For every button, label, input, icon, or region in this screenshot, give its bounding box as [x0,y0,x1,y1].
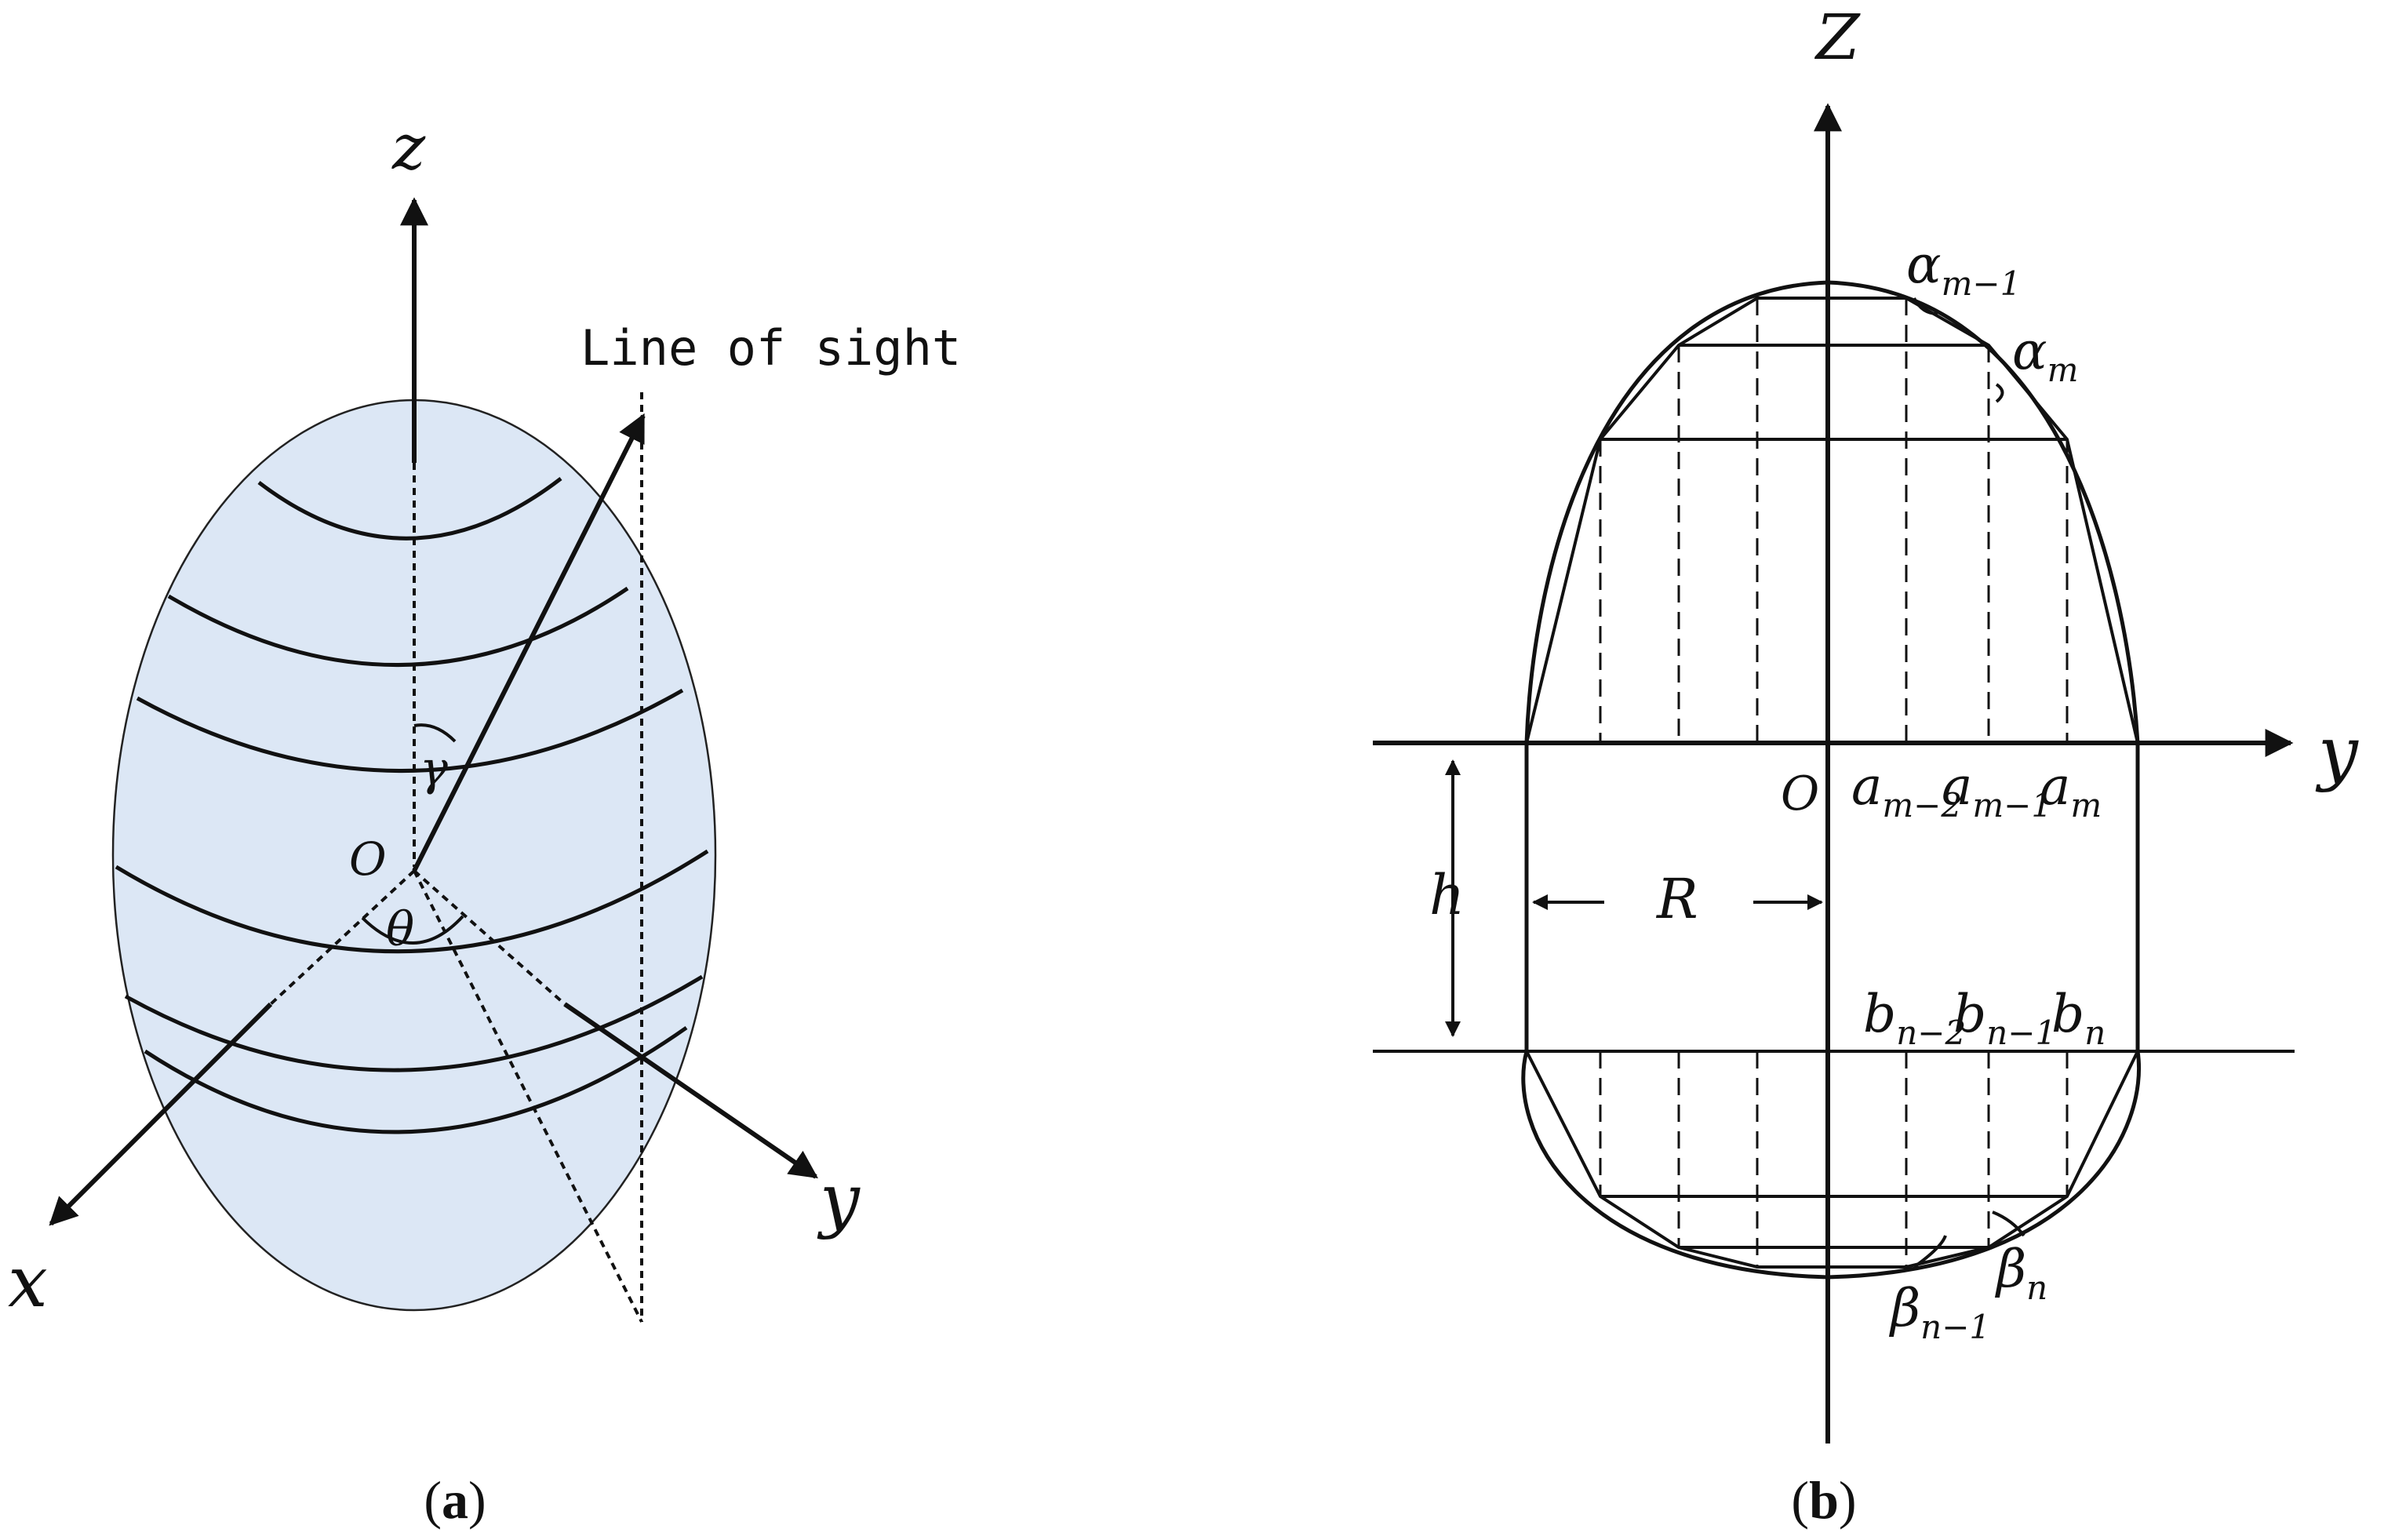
alpha-arc-m-1 [1913,297,1938,315]
top-chords [1600,297,2067,441]
x-axis-dotted [269,869,416,1006]
y-axis-solid [563,1002,818,1179]
theta-arc [361,915,464,945]
beta-arc-n-1 [1913,1235,1947,1269]
z-axis-label: Z [1814,1,1861,74]
label-a-m-2: am−2 [1851,756,1962,825]
top-dashed-lines [1599,298,2069,743]
origin-label: O [349,832,387,886]
label-b-n-1: bn−1 [1953,984,2056,1052]
latitude-line [124,974,704,1072]
gamma-arc [413,723,457,743]
line-of-sight-projection [413,870,643,1323]
x-axis-solid [49,1002,273,1226]
y-axis-label: y [817,1159,861,1241]
label-b-n-2: bn−2 [1863,984,1966,1052]
latitude-line [257,477,562,541]
polygon-approximation-bottom [1525,1050,2139,1269]
z-axis-label: z [391,111,426,184]
label-b-n: bn [2051,984,2106,1052]
alpha-arc-m [1995,383,2004,403]
label-a-m: am [2040,756,2102,825]
beta-arc-n [1992,1211,2025,1237]
latitude-lines [115,477,709,1134]
line-of-sight-label: Line of sight [581,319,961,377]
gamma-label: γ [420,741,448,796]
label-alpha-m-1: αm−1 [1906,235,2021,303]
label-alpha-m: αm [2012,321,2078,389]
label-beta-n-1: βn−1 [1888,1278,1990,1346]
caption-b: (b) [1791,1470,1856,1530]
latitude-line [136,688,684,773]
theta-label: θ [386,902,414,957]
latitude-line [144,1025,688,1134]
latitude-line [167,586,629,667]
h-label: h [1429,863,1465,927]
label-a-m-1: am−1 [1942,756,2052,825]
y-axis-label: y [2315,712,2359,794]
cross-section-outline [1521,280,2142,1280]
latitude-line [115,849,709,954]
x-axis-label: x [8,1241,48,1323]
origin-label: O [1781,766,1819,821]
caption-a: (a) [424,1470,486,1530]
y-axis-dotted [413,869,566,1006]
panel-a: z x y O γ θ Line of sight (a) [8,111,961,1530]
bottom-dashed-lines [1599,1051,2069,1267]
label-beta-n: βn [1994,1239,2047,1307]
panel-b: Z y O h R am−2 am−1 am bn−2 bn−1 bn αm−1… [1373,1,2359,1530]
r-label: R [1655,867,1698,931]
line-of-sight-arrow [412,413,646,872]
